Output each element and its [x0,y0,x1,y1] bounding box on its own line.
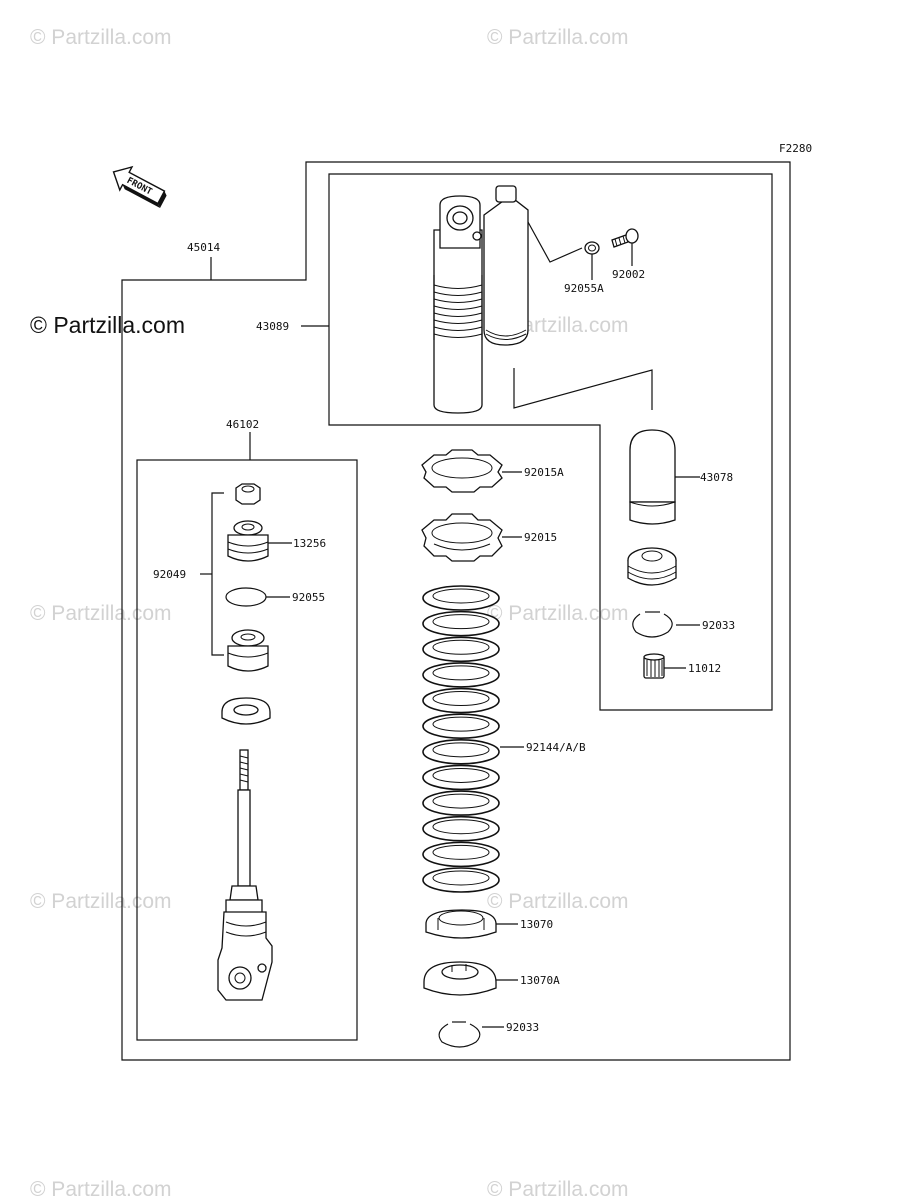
label-46102: 46102 [226,418,259,431]
label-13070: 13070 [520,918,553,931]
spring-coil [422,841,500,868]
watermark: © Partzilla.com [30,890,172,913]
watermark: © Partzilla.com [30,602,172,625]
spring-coil [422,815,500,842]
label-45014: 45014 [187,241,220,254]
spring-coil-inner [432,665,490,681]
spring-coil [422,585,500,611]
spring-coil [422,713,500,739]
spring-coil-inner [432,639,490,655]
screw-92002-part [611,228,639,248]
spring-coil [422,764,500,791]
piston-rod-frame [136,459,358,1041]
label-92015a: 92015A [524,466,564,479]
label-92002: 92002 [612,268,645,281]
watermark: © Partzilla.com [487,1178,629,1200]
shock-body-part [433,185,529,414]
watermark: © Partzilla.com [30,26,172,49]
watermark: © Partzilla.com [487,26,629,49]
spring-coil [422,687,500,714]
spring-coil-inner [432,614,490,630]
reservoir-plug-part [627,547,677,586]
assembly-frame [121,161,791,1061]
spring-guide-13070-part [425,909,497,939]
spring-coil [422,610,500,637]
spring-coil [422,790,500,816]
label-13256: 13256 [293,537,326,550]
spring-coil-inner [432,819,490,835]
lock-nut-92015a-part [421,449,503,493]
spring-coil-inner [432,767,490,783]
spring-seat-13070a-part [423,961,497,996]
label-92015: 92015 [524,531,557,544]
label-92049: 92049 [153,568,186,581]
o-ring-92055-part [225,587,267,607]
shock-body-frame [328,173,773,711]
label-92055: 92055 [292,591,325,604]
label-92033-lower: 92033 [506,1021,539,1034]
rod-seat-part [221,697,271,725]
spring-coil [422,739,500,765]
spring-coil [422,636,500,663]
spring-coil-inner [432,691,490,707]
spring-coil-inner [432,793,490,809]
reservoir-cap-43078-part [629,429,676,525]
spring-coil [422,662,500,688]
label-13070a: 13070A [520,974,560,987]
figure-ref-code: F2280 [779,142,812,155]
label-92055a: 92055A [564,282,604,295]
label-43078: 43078 [700,471,733,484]
front-arrow-icon: FRONT [112,165,167,208]
watermark: © Partzilla.com [30,1178,172,1200]
bushing-11012-part [643,653,665,679]
watermark: © Partzilla.com [487,890,629,913]
piston-lower-part [227,629,269,672]
watermark-main: © Partzilla.com [30,312,185,338]
watermark: © Partzilla.com [487,602,629,625]
spring-coil-inner [432,716,490,732]
snap-ring-92033-lower-part [438,1021,481,1048]
label-11012: 11012 [688,662,721,675]
label-92033-upper: 92033 [702,619,735,632]
snap-ring-92033-upper-part [632,611,673,638]
spring-coil [422,867,500,893]
label-92144-a-b: 92144/A/B [526,741,586,754]
spring-coil-inner [432,588,490,604]
spring-92144-part [422,585,500,893]
piston-13256-part [227,520,269,562]
spring-coil-inner [432,870,490,886]
lock-nut-92015-part [421,513,503,562]
nut-part [235,483,261,505]
spring-coil-inner [432,844,490,860]
spring-coil-inner [432,742,490,758]
o-ring-92055a-part [584,241,600,255]
label-43089: 43089 [256,320,289,333]
piston-rod-part [217,749,273,1001]
